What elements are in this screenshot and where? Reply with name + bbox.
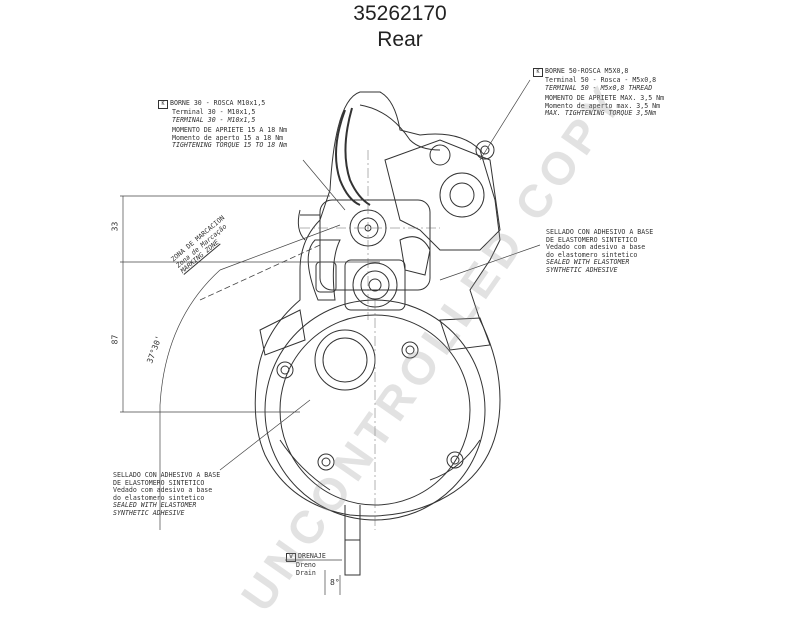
view-label: Rear bbox=[377, 28, 423, 51]
sealed-right-es-2: DE ELASTOMERO SINTETICO bbox=[546, 235, 638, 244]
starter-motor-drawing bbox=[120, 79, 541, 595]
angle-arc bbox=[159, 269, 221, 406]
terminal-30-torque-pt: Momento de aperto 15 a 18 Nm bbox=[172, 133, 284, 142]
part-number: 35262170 bbox=[353, 2, 447, 25]
bolt-bottom-left bbox=[317, 453, 335, 471]
dim-33: 33 bbox=[110, 221, 120, 232]
sealed-left-pt-1: Vedado com adesivo a base bbox=[113, 486, 213, 495]
terminal-30-pt: Terminal 30 - M10x1,5 bbox=[172, 108, 256, 116]
terminal-50-es: BORNE 50-ROSCA M5X0,8 bbox=[545, 67, 629, 75]
terminal-50-id-box: K bbox=[533, 68, 543, 77]
terminal-50-torque-en: MAX. TIGHTENING TORQUE 3,5Nm bbox=[545, 109, 657, 118]
sealed-right-pt-1: Vedado com adesivo a base bbox=[546, 243, 646, 252]
bolt-right bbox=[401, 341, 419, 359]
housing-outline bbox=[254, 91, 501, 517]
terminal-30-torque-es: MOMENTO DE APRIETE 15 A 18 Nm bbox=[172, 126, 288, 135]
terminal-50-pt: Terminal 50 - Rosca - M5x0,8 bbox=[545, 76, 657, 84]
sealed-right-note: SELLADO CON ADHESIVO A BASE DE ELASTOMER… bbox=[546, 228, 654, 275]
bearing-boss-inner bbox=[322, 337, 368, 383]
sealed-left-pt-2: do elastomero sintetico bbox=[113, 493, 205, 502]
terminal-30-en: TERMINAL 30 - M10x1,5 bbox=[172, 115, 256, 124]
solenoid-block bbox=[319, 199, 431, 291]
sealed-right-es-1: SELLADO CON ADHESIVO A BASE bbox=[546, 228, 654, 236]
sealed-left-es-1: SELLADO CON ADHESIVO A BASE bbox=[113, 471, 221, 479]
terminal-50-en: TERMINAL 50 - M5x0,8 THREAD bbox=[545, 83, 653, 92]
cable bbox=[335, 109, 361, 206]
dim-87: 87 bbox=[110, 334, 120, 345]
angle-small-label: 8° bbox=[330, 578, 340, 587]
terminal-50-torque-pt: Momento de aperto max. 3,5 Nm bbox=[545, 101, 661, 110]
sealed-left-es-2: DE ELASTOMERO SINTETICO bbox=[113, 478, 205, 487]
sealed-left-en-1: SEALED WITH ELASTOMER bbox=[113, 501, 197, 510]
sealed-right-pt-2: do elastomero sintetico bbox=[546, 250, 638, 259]
terminal-30-es: BORNE 30 - ROSCA M10x1,5 bbox=[170, 99, 266, 107]
drain-pt: Dreno bbox=[296, 561, 316, 569]
sealed-left-note: SELLADO CON ADHESIVO A BASE DE ELASTOMER… bbox=[113, 471, 221, 518]
sealed-right-en-1: SEALED WITH ELASTOMER bbox=[546, 258, 630, 267]
drain-es: DRENAJE bbox=[298, 552, 326, 560]
sealed-right-en-2: SYNTHETIC ADHESIVE bbox=[546, 265, 618, 274]
bolt-bottom-right bbox=[446, 451, 464, 469]
terminal-50-torque-es: MOMENTO DE APRIETE MAX. 3,5 Nm bbox=[545, 94, 665, 103]
bolt-left bbox=[276, 361, 294, 379]
terminal-30-id-box: K bbox=[158, 100, 168, 109]
terminal-30-torque-en: TIGHTENING TORQUE 15 TO 18 Nm bbox=[172, 141, 288, 150]
drain-id-box: W bbox=[286, 553, 296, 562]
drain-en: Drain bbox=[296, 568, 316, 577]
sealed-left-en-2: SYNTHETIC ADHESIVE bbox=[113, 508, 185, 517]
bearing-boss bbox=[314, 329, 376, 391]
